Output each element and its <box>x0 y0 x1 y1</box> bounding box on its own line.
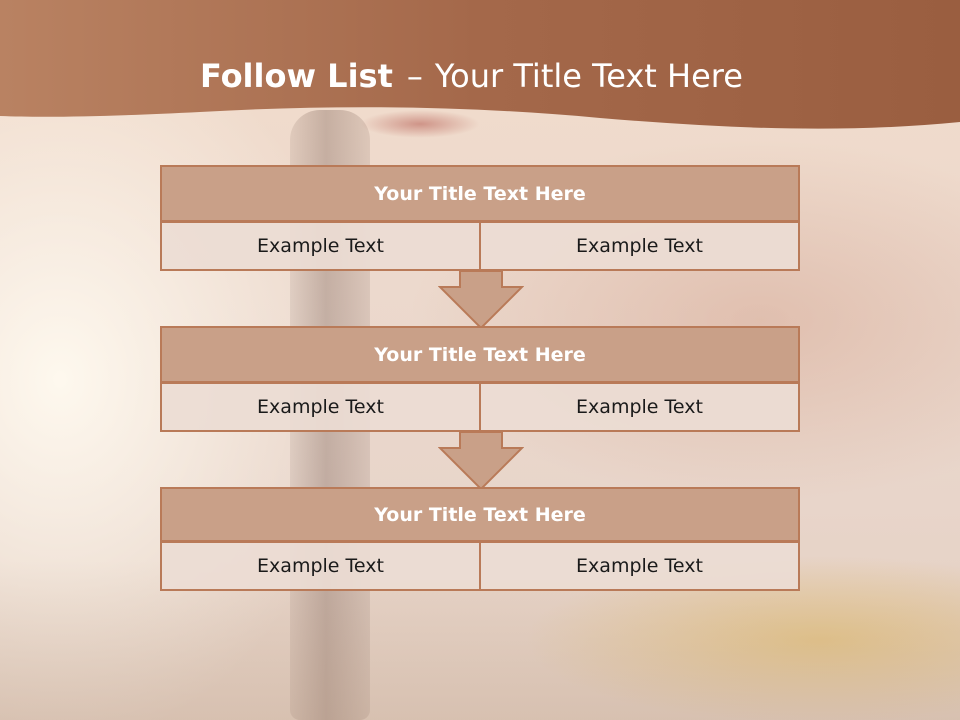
block-cell-left: Example Text <box>160 221 481 271</box>
block-cell-left: Example Text <box>160 541 481 591</box>
block-cell-left: Example Text <box>160 382 481 432</box>
down-arrow-icon <box>438 270 524 330</box>
slide-title: Follow List–Your Title Text Here <box>200 54 743 98</box>
list-block-1: Your Title Text Here Example Text Exampl… <box>160 165 800 271</box>
block-cell-right: Example Text <box>479 221 800 271</box>
header-band <box>0 0 960 129</box>
lip-photo-element <box>360 110 480 138</box>
title-separator: – <box>406 57 423 95</box>
title-rest: Your Title Text Here <box>434 57 743 95</box>
block-cell-right: Example Text <box>479 541 800 591</box>
block-title: Your Title Text Here <box>160 326 800 383</box>
block-title: Your Title Text Here <box>160 165 800 222</box>
block-title: Your Title Text Here <box>160 487 800 542</box>
list-block-3: Your Title Text Here Example Text Exampl… <box>160 487 800 591</box>
title-bold: Follow List <box>200 57 393 95</box>
block-cell-right: Example Text <box>479 382 800 432</box>
down-arrow-icon <box>438 431 524 491</box>
list-block-2: Your Title Text Here Example Text Exampl… <box>160 326 800 432</box>
